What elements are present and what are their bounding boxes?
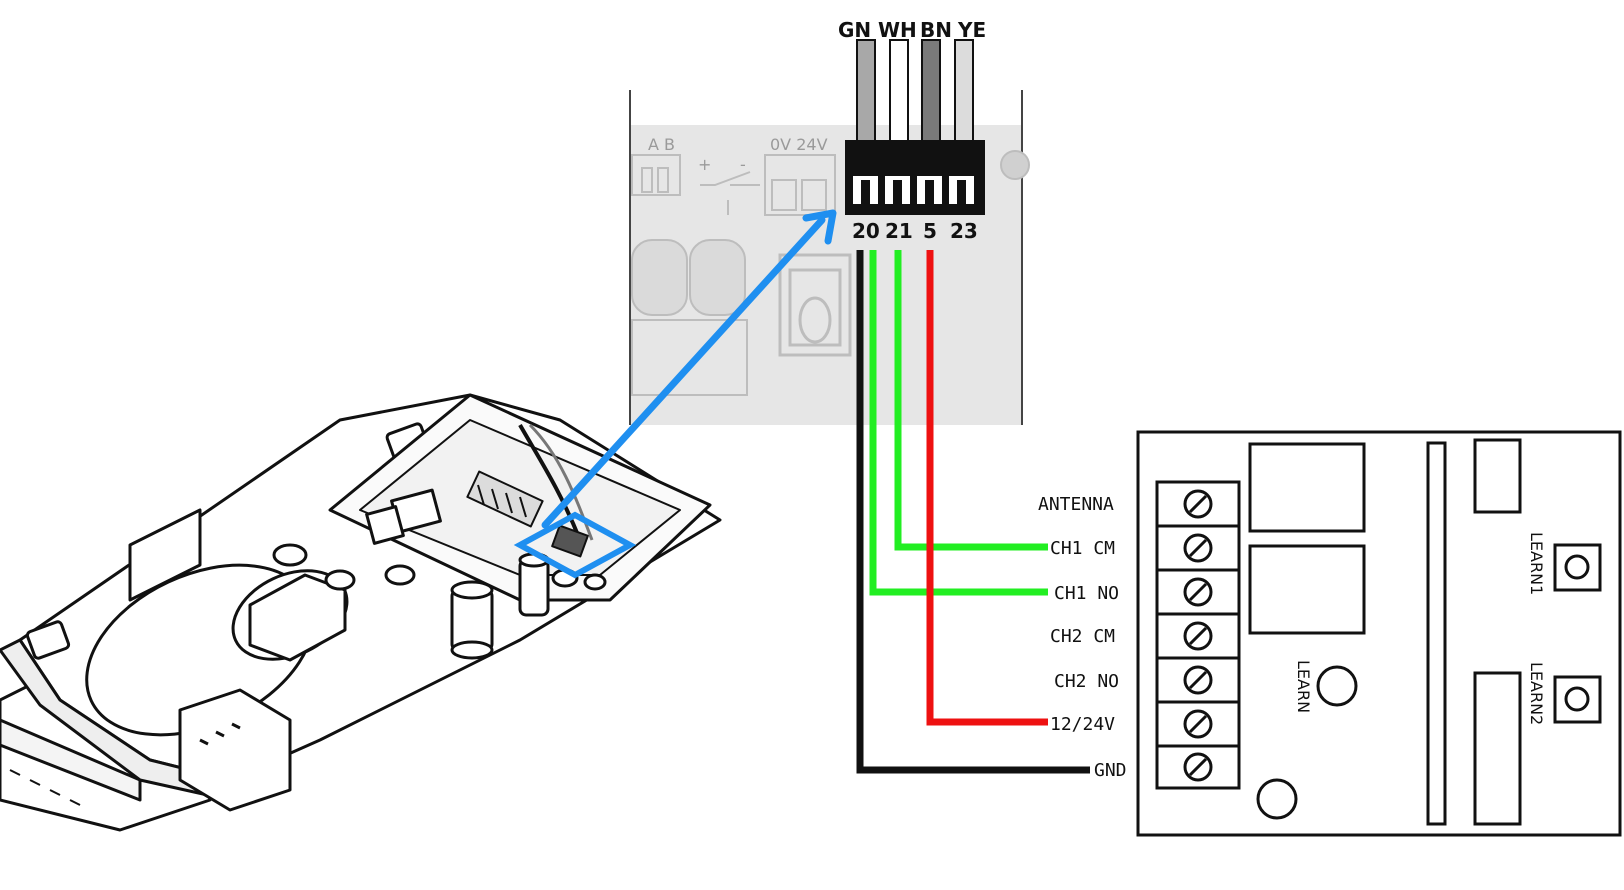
learn-button[interactable]: [1316, 665, 1358, 707]
terminal-number-21: 21: [885, 219, 913, 243]
relay-ch2: [1248, 544, 1366, 635]
board-component: [365, 505, 405, 545]
control-board-zoom: A B + - 0V 24V: [629, 18, 1030, 425]
ab-label: A B: [648, 135, 675, 154]
board-wires: [518, 424, 582, 541]
receiver-terminal-labels: ANTENNA CH1 CM CH1 NO CH2 CM CH2 NO 12/2…: [1038, 494, 1127, 781]
wire-red-power: [926, 250, 1048, 726]
rail-teeth: [9, 769, 81, 806]
mount-hole: [583, 573, 607, 591]
learn1-button[interactable]: [1564, 554, 1590, 580]
supply-label: 0V 24V: [770, 135, 828, 154]
mount-hole: [324, 569, 356, 591]
component-top: [1473, 438, 1522, 514]
learn1-button-frame[interactable]: [1553, 543, 1602, 592]
terminal-label-antenna: ANTENNA: [1038, 494, 1114, 515]
capacitor: [518, 552, 550, 617]
mount-tab: [25, 620, 71, 660]
learn-label: LEARN: [1294, 660, 1313, 713]
learn2-label: LEARN2: [1527, 662, 1546, 725]
terminal-screws: [1157, 489, 1239, 782]
switch-symbol: [700, 171, 760, 215]
plate-window: [128, 508, 202, 602]
relay-blocks: [631, 239, 748, 396]
supply-terminal: [764, 154, 836, 216]
transformer-block: [178, 688, 292, 812]
plus-label: +: [698, 155, 711, 174]
terminal-label-gnd: GND: [1094, 760, 1127, 781]
learn2-button[interactable]: [1564, 686, 1590, 712]
zoom-arrow: [541, 209, 837, 529]
board-connector: [551, 524, 589, 558]
ab-switch: [631, 154, 681, 196]
wiring-connections: [856, 250, 1090, 774]
wire-label-wh: WH: [878, 18, 917, 42]
capacitor: [450, 580, 494, 660]
wire-green-ch1-no: [869, 250, 1048, 596]
relay-ch1: [1248, 442, 1366, 533]
learn1-label: LEARN1: [1527, 532, 1546, 595]
terminal-label-ch1-cm: CH1 CM: [1050, 538, 1115, 559]
minus-label: -: [740, 155, 746, 174]
pcb-divider: [1426, 441, 1447, 826]
terminal-label-ch2-cm: CH2 CM: [1050, 626, 1115, 647]
transformer-slots: [199, 722, 241, 746]
gearbox: [248, 573, 347, 662]
wire-label-gn: GN: [838, 18, 871, 42]
terminal-label-power: 12/24V: [1050, 714, 1115, 735]
rail-edge: [0, 718, 142, 802]
terminal-label-ch2-no: CH2 NO: [1054, 671, 1119, 692]
terminal-number-23: 23: [950, 219, 978, 243]
receiver-module: [1136, 430, 1622, 837]
status-led: [1256, 778, 1298, 820]
terminal-label-ch1-no: CH1 NO: [1054, 583, 1119, 604]
component-bottom: [1473, 671, 1522, 826]
terminal-number-5: 5: [923, 219, 937, 243]
board-wires: [528, 423, 594, 541]
wire-green-ch1-cm: [894, 250, 1048, 551]
wire-label-bn: BN: [920, 18, 952, 42]
corner-hole: [1000, 150, 1030, 180]
motor-unit-illustration: [0, 393, 722, 832]
rj-socket: [778, 253, 852, 357]
wire-label-ye: YE: [957, 18, 986, 42]
pin-contacts: [861, 180, 966, 204]
connector-highlight: [513, 511, 637, 579]
terminal-number-20: 20: [852, 219, 880, 243]
wire-black-gnd: [856, 250, 1090, 774]
arrow-head-icon: [802, 209, 837, 245]
terminal-strip: [466, 470, 544, 528]
mount-hole: [384, 564, 416, 586]
mount-hole: [272, 543, 308, 567]
